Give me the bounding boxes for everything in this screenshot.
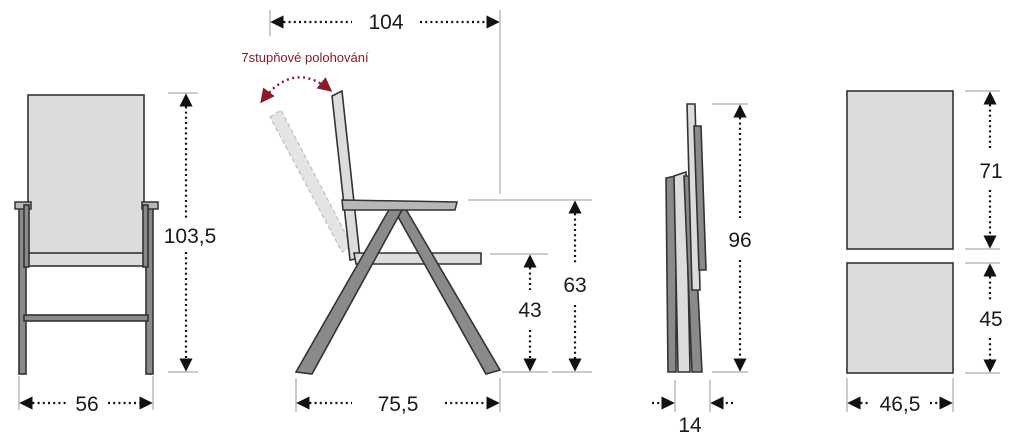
front-seat [27,252,145,267]
folded-leg-front [665,175,677,373]
back-cushion [846,90,954,250]
front-lower-rail [23,314,149,322]
back-cushion-height-dimension: 71 [965,90,1003,250]
front-left-post [23,204,30,268]
side-total-depth-dimension: 104 [269,10,501,194]
seat-cushion-height-dimension: 45 [965,262,1003,374]
side-seat [353,252,482,265]
back-cushion-height-label: 71 [979,160,1002,183]
seat-height-label: 43 [518,299,541,322]
side-rear-leg [390,205,502,375]
side-view-chair [269,89,502,375]
seat-cushion [846,262,954,374]
cushions [846,90,954,374]
front-right-armrest [141,201,159,210]
seat-height-dimension: 43 [490,253,548,373]
front-height-dimension: 103,5 [164,92,217,373]
front-view-chair [14,94,159,375]
cushion-width-label: 46,5 [880,393,921,416]
recline-annotation: 7stupňové polohování [241,50,369,104]
folded-height-label: 96 [728,229,751,252]
side-armrest [341,199,458,211]
side-total-depth-label: 104 [368,11,403,34]
seat-cushion-height-label: 45 [979,308,1002,331]
front-left-armrest [14,201,32,210]
front-backrest [27,94,145,256]
front-right-post [142,204,149,268]
folded-height-dimension: 96 [712,103,752,373]
cushion-width-dimension: 46,5 [846,378,954,416]
front-width-label: 56 [75,393,98,416]
side-base-depth-dimension: 75,5 [295,378,501,416]
armrest-height-label: 63 [563,274,586,297]
armrest-height-dimension: 63 [468,199,592,373]
folded-top-panel [686,103,701,291]
folded-thickness-dimension: 14 [652,380,733,437]
front-height-label: 103,5 [164,225,217,248]
folded-arm [693,125,707,271]
reclined-backrest-ghost [269,109,353,253]
folded-thickness-label: 14 [678,414,702,437]
folded-chair [665,103,707,373]
recline-label: 7stupňové polohování [241,50,369,65]
side-base-depth-label: 75,5 [378,393,419,416]
front-width-dimension: 56 [18,376,154,416]
